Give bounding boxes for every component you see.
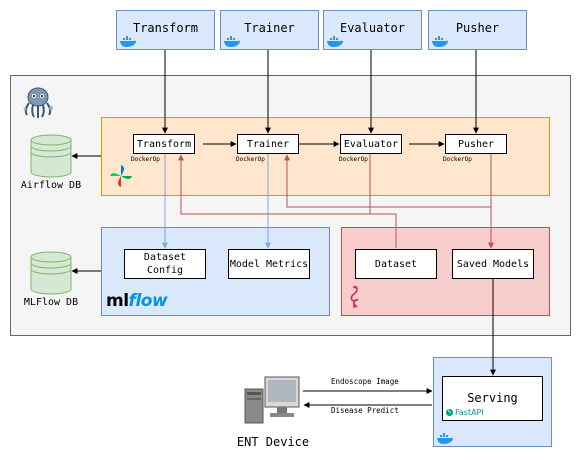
docker-icon <box>224 36 240 47</box>
top-service-label: Evaluator <box>339 21 406 35</box>
top-service-transform: Transform <box>116 10 215 50</box>
top-service-pusher: Pusher <box>428 10 527 50</box>
airflow-icon <box>110 165 132 187</box>
mlflow-node-dataset-config: Dataset Config <box>124 249 206 279</box>
flamingo-icon <box>350 285 359 308</box>
mlflow-db-label: MLFlow DB <box>23 297 79 308</box>
endoscope-image-label: Endoscope Image <box>331 377 399 386</box>
storage-node-dataset: Dataset <box>355 249 437 279</box>
edge-saved-models-to-trainer <box>284 154 491 208</box>
top-service-label: Pusher <box>455 21 500 35</box>
serving-node: Serving <box>442 376 543 421</box>
mlflow-node-label: Model Metrics <box>229 258 309 270</box>
serving-label: Serving <box>467 391 518 405</box>
top-service-trainer: Trainer <box>220 10 319 50</box>
dockerop-tag: DockerOp <box>236 156 265 163</box>
fastapi-label: FastAPI <box>455 408 484 417</box>
ent-device-label: ENT Device <box>236 435 310 449</box>
top-service-evaluator: Evaluator <box>323 10 422 50</box>
mlflow-logo: mlflow <box>106 291 168 311</box>
airflow-db-cylinder <box>30 134 72 178</box>
docker-icon <box>432 36 448 47</box>
pipeline-node-label: Trainer <box>246 138 290 150</box>
storage-node-label: Dataset <box>374 258 418 270</box>
pipeline-node-evaluator: Evaluator <box>340 134 402 154</box>
dockerop-tag: DockerOp <box>443 156 472 163</box>
docker-icon <box>437 433 453 444</box>
computer-icon <box>244 376 300 424</box>
storage-node-saved-models: Saved Models <box>452 249 534 279</box>
fastapi-badge: ϟ FastAPI <box>446 408 484 417</box>
fastapi-icon: ϟ <box>446 409 453 416</box>
octopus-icon <box>23 87 53 118</box>
dockerop-tag: DockerOp <box>339 156 368 163</box>
top-service-label: Trainer <box>244 21 295 35</box>
dockerop-tag: DockerOp <box>131 156 160 163</box>
mlflow-db-cylinder <box>30 251 72 295</box>
top-service-label: Transform <box>132 21 199 35</box>
storage-node-label: Saved Models <box>456 258 530 270</box>
edge-dataset-to-transform <box>178 154 397 248</box>
pipeline-node-label: Transform <box>136 138 192 150</box>
airflow-db-label: Airflow DB <box>20 180 82 191</box>
pipeline-node-pusher: Pusher <box>445 134 507 154</box>
docker-icon <box>327 36 343 47</box>
pipeline-node-trainer: Trainer <box>237 134 299 154</box>
mlflow-node-label: Dataset Config <box>143 252 187 276</box>
mlflow-logo-text: mlflow <box>106 291 168 311</box>
pipeline-node-transform: Transform <box>133 134 195 154</box>
disease-predict-label: Disease Predict <box>331 406 399 415</box>
docker-icon <box>120 36 136 47</box>
pipeline-node-label: Evaluator <box>343 138 399 150</box>
mlflow-node-model-metrics: Model Metrics <box>228 249 310 279</box>
pipeline-node-label: Pusher <box>457 138 495 150</box>
